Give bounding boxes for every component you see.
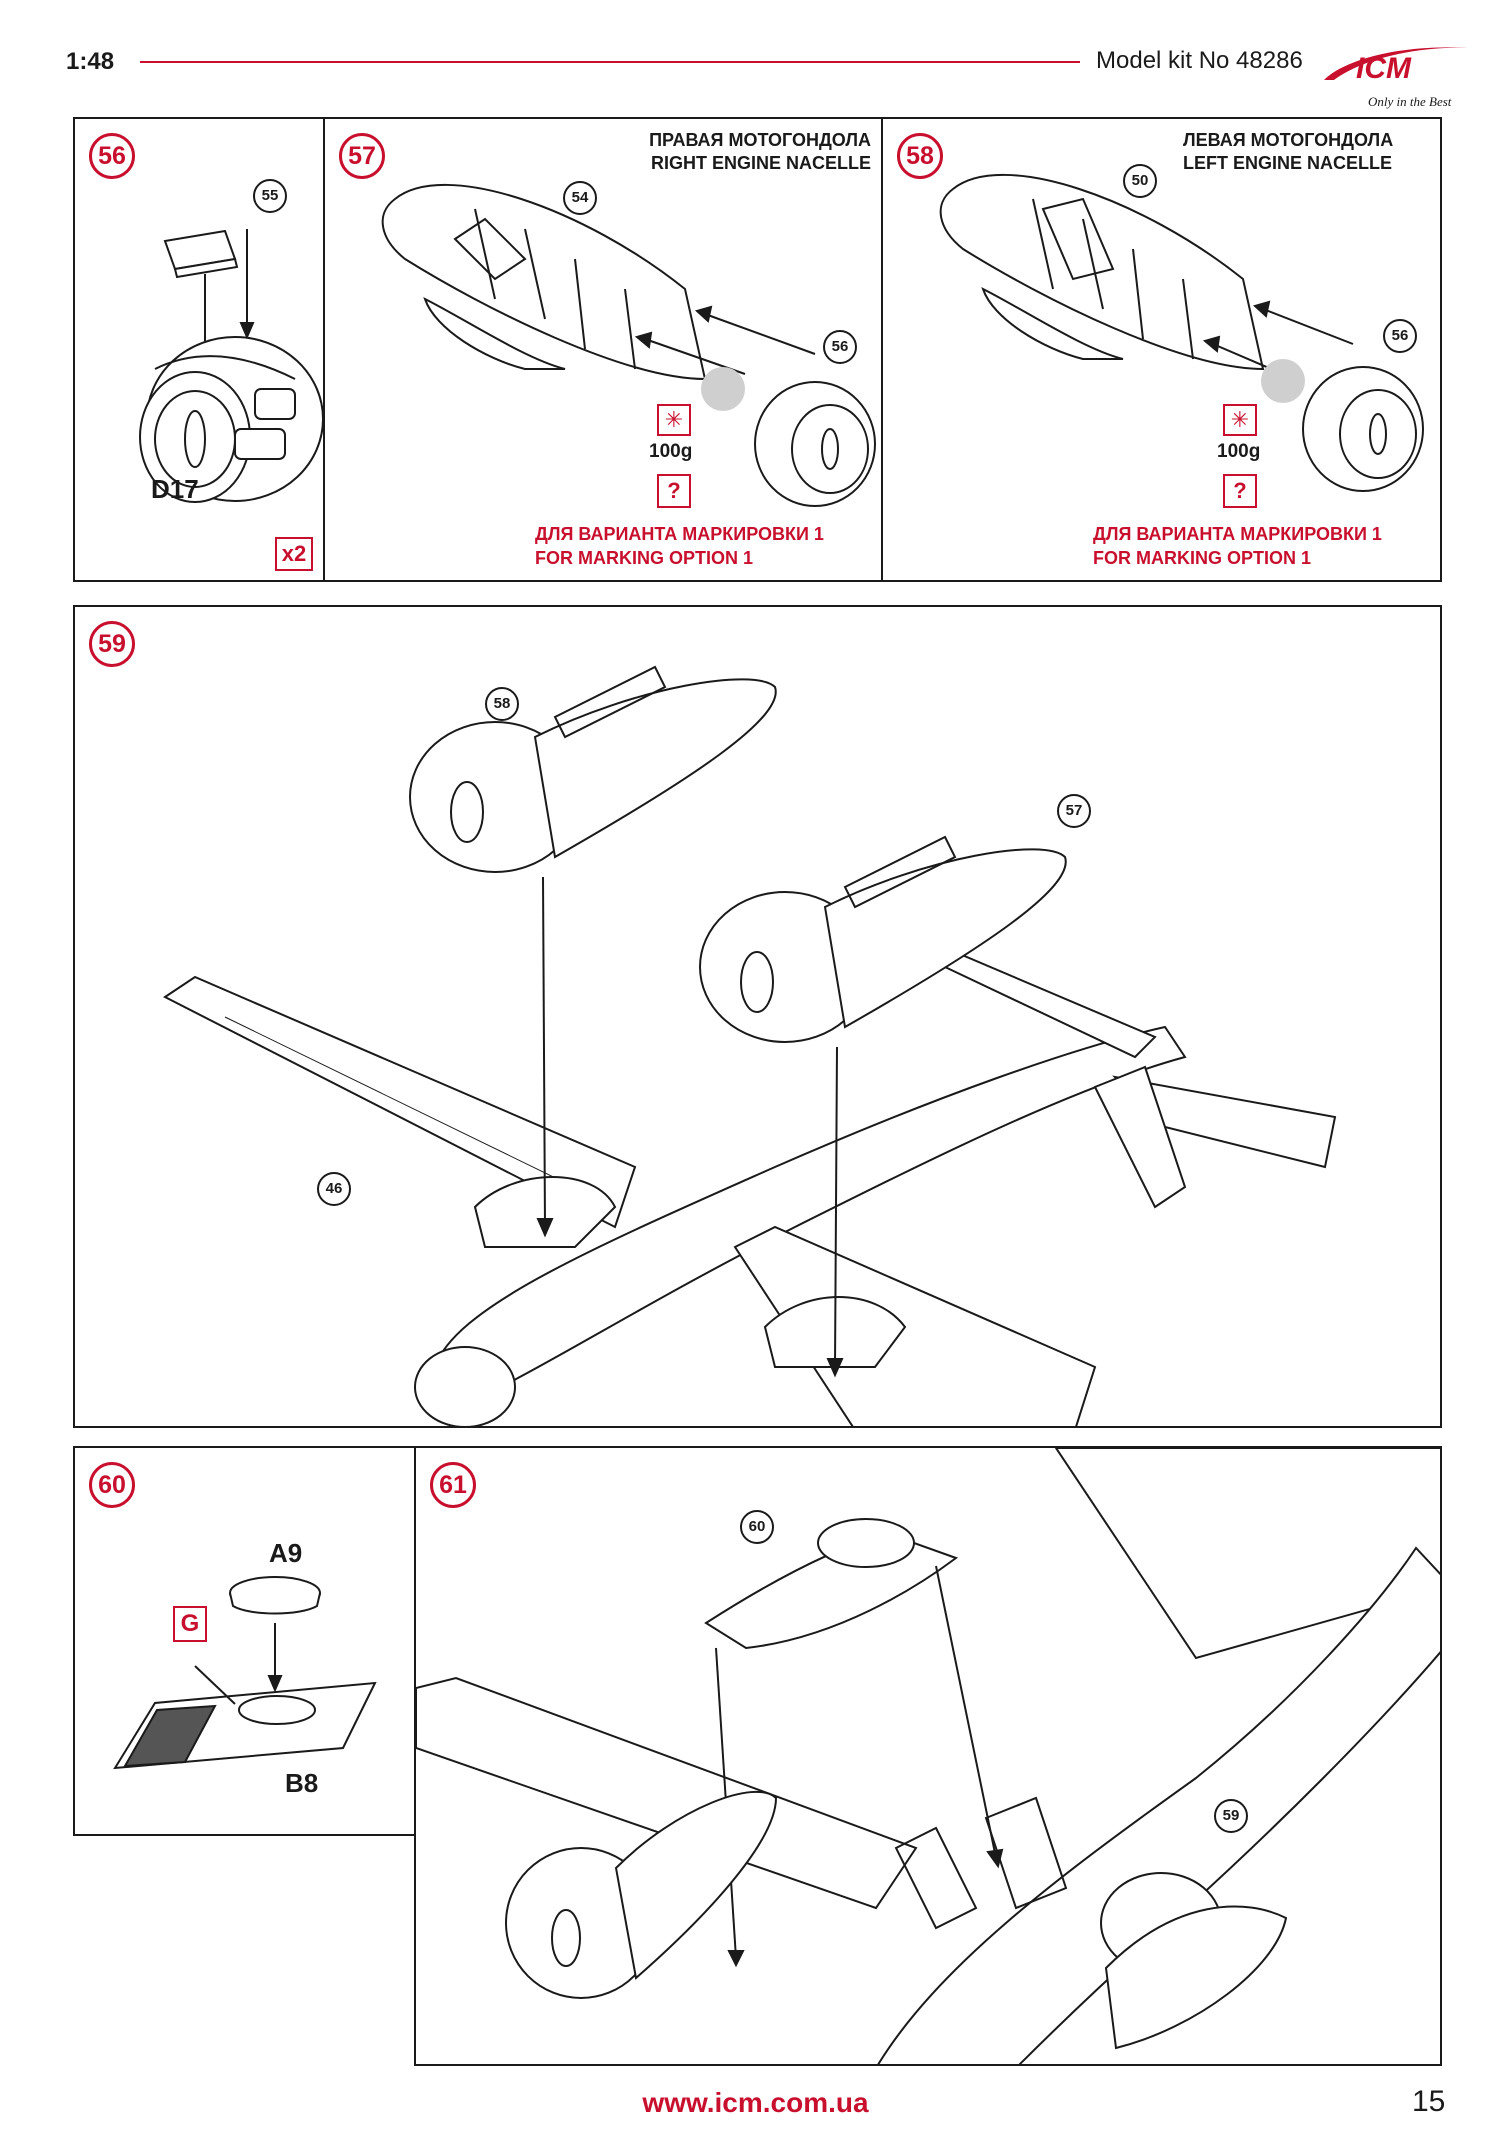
- part-ref-59: 59: [1214, 1799, 1248, 1833]
- title-ru: ПРАВАЯ МОТОГОНДОЛА: [649, 130, 871, 150]
- step-61-illustration: [416, 1448, 1440, 2064]
- step-59-illustration: [163, 665, 1337, 1426]
- note-ru: ДЛЯ ВАРИАНТА МАРКИРОВКИ 1: [1093, 524, 1382, 544]
- part-ref-54: 54: [563, 181, 597, 215]
- weight-icon: ✳: [1223, 404, 1257, 436]
- color-code-badge: G: [173, 1606, 207, 1642]
- kit-number: Model kit No 48286: [1096, 47, 1303, 74]
- part-ref-57: 57: [1057, 794, 1091, 828]
- note-ru: ДЛЯ ВАРИАНТА МАРКИРОВКИ 1: [535, 524, 824, 544]
- note-en: FOR MARKING OPTION 1: [1093, 548, 1312, 568]
- page-number: 15: [1412, 2085, 1446, 2118]
- step-57-title: ПРАВАЯ МОТОГОНДОЛА RIGHT ENGINE NACELLE: [625, 129, 871, 175]
- title-en: LEFT ENGINE NACELLE: [1183, 153, 1393, 173]
- note-en: FOR MARKING OPTION 1: [535, 548, 754, 568]
- step-number-57: 57: [339, 133, 385, 179]
- step-58-title: ЛЕВАЯ МОТОГОНДОЛА LEFT ENGINE NACELLE: [1183, 129, 1419, 175]
- marking-note: ДЛЯ ВАРИАНТА МАРКИРОВКИ 1 FOR MARKING OP…: [1093, 522, 1382, 570]
- part-label-a9: A9: [269, 1538, 303, 1568]
- step-number-59: 59: [89, 621, 135, 667]
- icm-logo: ICM Only in the Best: [1316, 38, 1476, 114]
- step-58-illustration: [939, 174, 1424, 492]
- part-ref-60: 60: [740, 1510, 774, 1544]
- step-number-60: 60: [89, 1462, 135, 1508]
- part-ref-56: 56: [823, 330, 857, 364]
- weight-value: 100g: [649, 441, 693, 462]
- svg-text:ICM: ICM: [1356, 52, 1412, 85]
- part-ref-56: 56: [1383, 319, 1417, 353]
- step-60-illustration: [113, 1576, 377, 1770]
- part-label-d17: D17: [151, 474, 199, 504]
- multiplier-badge: x2: [275, 537, 313, 571]
- step-56-panel: 56 55 D17 x2: [73, 117, 325, 582]
- title-en: RIGHT ENGINE NACELLE: [650, 153, 871, 173]
- part-ref-46: 46: [317, 1172, 351, 1206]
- title-ru: ЛЕВАЯ МОТОГОНДОЛА: [1183, 130, 1394, 150]
- svg-text:Only in the Best: Only in the Best: [1368, 94, 1452, 109]
- step-number-56: 56: [89, 133, 135, 179]
- part-label-b8: B8: [285, 1768, 319, 1798]
- website-link[interactable]: www.icm.com.ua: [642, 2087, 869, 2118]
- header-rule: [140, 61, 1080, 63]
- weight-value: 100g: [1217, 441, 1261, 462]
- weight-icon: ✳: [657, 404, 691, 436]
- step-58-panel: 58 ЛЕВАЯ МОТОГОНДОЛА LEFT ENGINE NACELLE…: [881, 117, 1442, 582]
- part-ref-58: 58: [485, 687, 519, 721]
- step-61-panel: 61 60 59: [414, 1446, 1442, 2066]
- step-57-panel: 57 ПРАВАЯ МОТОГОНДОЛА RIGHT ENGINE NACEL…: [323, 117, 883, 582]
- step-60-panel: 60 A9 B8 G: [73, 1446, 416, 1836]
- marking-option-icon: ?: [1223, 474, 1257, 508]
- scale-label: 1:48: [66, 48, 115, 75]
- part-ref-55: 55: [253, 179, 287, 213]
- step-number-58: 58: [897, 133, 943, 179]
- step-56-illustration: [139, 229, 323, 503]
- step-number-61: 61: [430, 1462, 476, 1508]
- marking-option-icon: ?: [657, 474, 691, 508]
- step-59-panel: 59 58 57 46: [73, 605, 1442, 1428]
- part-ref-50: 50: [1123, 164, 1157, 198]
- step-57-illustration: [381, 184, 876, 507]
- marking-note: ДЛЯ ВАРИАНТА МАРКИРОВКИ 1 FOR MARKING OP…: [535, 522, 824, 570]
